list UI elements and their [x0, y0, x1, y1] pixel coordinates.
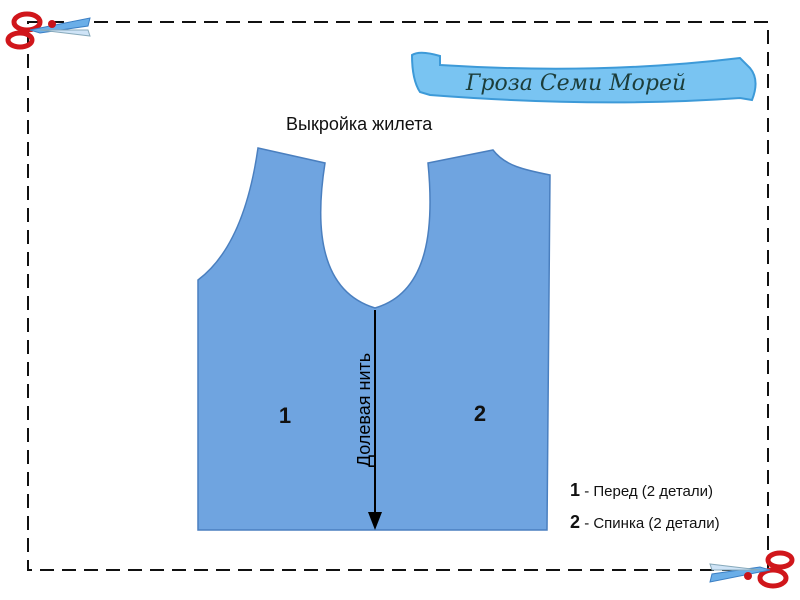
piece-number-front: 1 [279, 403, 291, 428]
pattern-title: Выкройка жилета [286, 114, 433, 134]
legend-text: - Спинка (2 детали) [584, 515, 720, 532]
cut-line-border [27, 21, 769, 571]
legend-number: 2 [570, 512, 581, 532]
legend-text: - Перед (2 детали) [584, 483, 714, 500]
grain-label: Долевая нить [354, 353, 374, 467]
grain-arrow-head [368, 512, 382, 530]
legend-item: 2 - Спинка (2 детали) [570, 512, 720, 533]
piece-number-back: 2 [474, 401, 486, 426]
legend-number: 1 [570, 480, 581, 500]
banner-text: Гроза Семи Морей [465, 71, 686, 96]
banner-ribbon: Гроза Семи Морей [410, 51, 757, 104]
legend-item: 1 - Перед (2 детали) [570, 480, 713, 501]
scissors-icon [709, 550, 795, 589]
scissors-icon [5, 11, 91, 50]
